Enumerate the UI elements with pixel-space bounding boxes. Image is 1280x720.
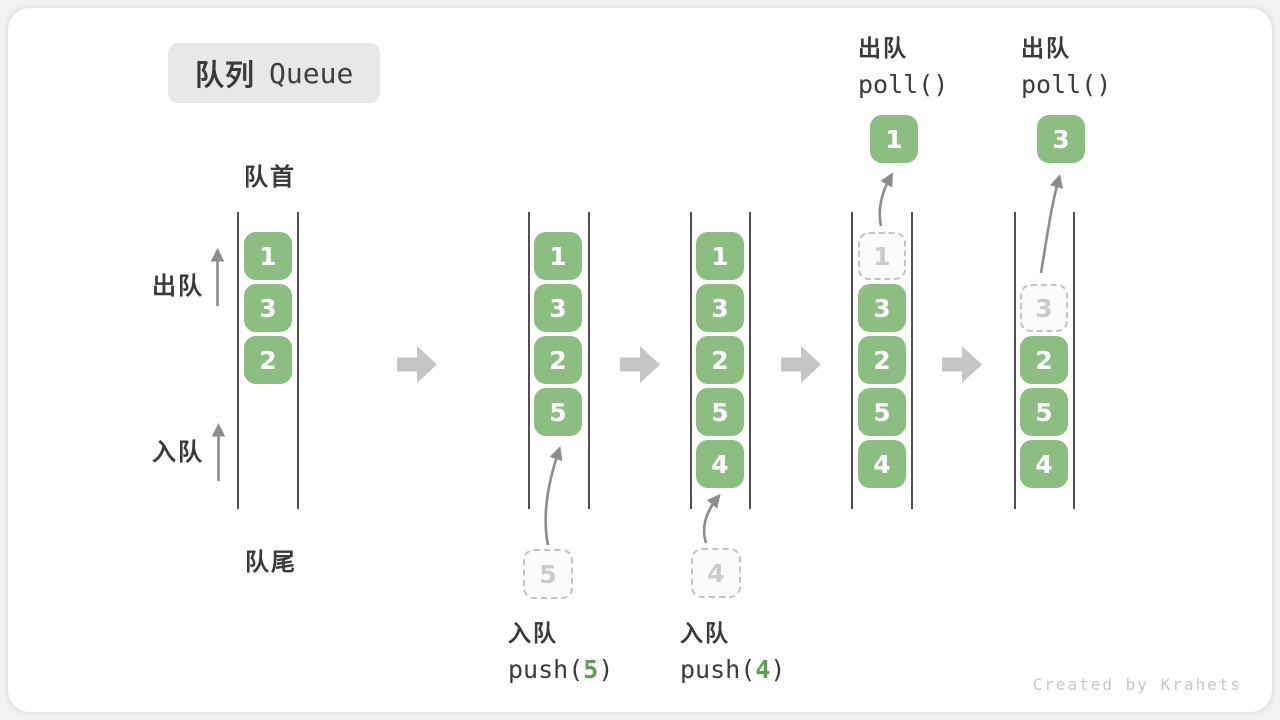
- queue-front-label: 队首: [244, 164, 296, 191]
- code-post: ): [598, 655, 614, 684]
- queue-element-ghost: 3: [1020, 284, 1068, 332]
- dequeue-op-label: 出队 poll(): [1021, 29, 1111, 99]
- dequeued-element: 3: [1037, 115, 1085, 163]
- queue-element: 3: [858, 284, 906, 332]
- channel-line-left-icon: [690, 212, 692, 509]
- queue-element: 2: [534, 336, 582, 384]
- incoming-element-ghost: 4: [691, 548, 741, 598]
- queue-element: 4: [858, 440, 906, 488]
- enqueue-op-code: push(4): [680, 655, 785, 684]
- dequeue-op-label: 出队 poll(): [858, 29, 948, 99]
- title-zh: 队列: [195, 60, 256, 92]
- code-post: ): [770, 655, 786, 684]
- enqueue-op-label: 入队 push(5): [508, 614, 613, 684]
- channel-line-left-icon: [528, 212, 530, 509]
- queue-element: 2: [1020, 336, 1068, 384]
- queue-element: 4: [1020, 440, 1068, 488]
- queue-element: 4: [696, 440, 744, 488]
- queue-element: 3: [244, 284, 292, 332]
- queue-element: 2: [696, 336, 744, 384]
- queue-element: 5: [858, 388, 906, 436]
- queue-element: 5: [1020, 388, 1068, 436]
- watermark: Created by Krahets: [1032, 675, 1242, 694]
- title-badge: 队列 Queue: [168, 43, 381, 103]
- enqueue-op-cjk: 入队: [680, 620, 730, 646]
- channel-line-right-icon: [1073, 212, 1075, 509]
- code-pre: push(: [680, 655, 756, 684]
- channel-line-left-icon: [1014, 212, 1016, 509]
- queue-element: 5: [534, 388, 582, 436]
- code-pre: push(: [508, 655, 584, 684]
- enqueue-side-label: 入队: [152, 439, 204, 466]
- queue-element: 1: [244, 232, 292, 280]
- channel-line-left-icon: [851, 212, 853, 509]
- queue-element: 2: [244, 336, 292, 384]
- queue-element: 1: [534, 232, 582, 280]
- title-en: Queue: [269, 56, 354, 90]
- enqueue-op-cjk: 入队: [508, 620, 558, 646]
- queue-element: 5: [696, 388, 744, 436]
- dequeue-op-code: poll(): [1021, 70, 1112, 99]
- dequeue-op-cjk: 出队: [1021, 35, 1071, 61]
- queue-element: 2: [858, 336, 906, 384]
- channel-line-right-icon: [297, 212, 299, 509]
- dequeued-element: 1: [870, 115, 918, 163]
- queue-element-ghost: 1: [858, 232, 906, 280]
- enqueue-op-code: push(5): [508, 655, 613, 684]
- dequeue-side-label: 出队: [152, 273, 204, 300]
- queue-element: 3: [534, 284, 582, 332]
- channel-line-right-icon: [911, 212, 913, 509]
- code-arg: 5: [583, 655, 599, 684]
- incoming-element-ghost: 5: [523, 549, 573, 599]
- queue-rear-label: 队尾: [245, 549, 297, 576]
- dequeue-op-cjk: 出队: [858, 35, 908, 61]
- channel-line-right-icon: [588, 212, 590, 509]
- queue-element: 1: [696, 232, 744, 280]
- dequeue-op-code: poll(): [858, 70, 949, 99]
- enqueue-op-label: 入队 push(4): [680, 614, 785, 684]
- channel-line-left-icon: [237, 212, 239, 509]
- code-arg: 4: [755, 655, 771, 684]
- queue-element: 3: [696, 284, 744, 332]
- channel-line-right-icon: [749, 212, 751, 509]
